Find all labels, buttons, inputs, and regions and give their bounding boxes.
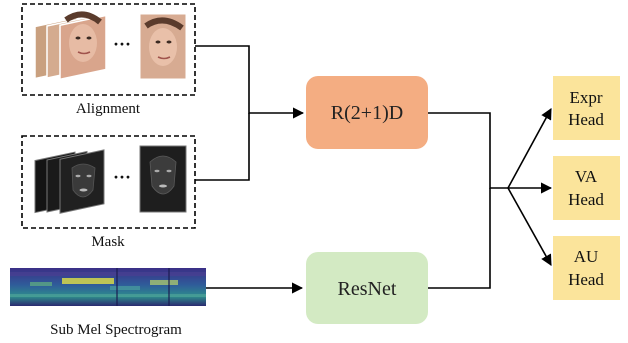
mask-input: ··· Mask bbox=[21, 135, 196, 250]
expr-head: Expr Head bbox=[553, 76, 620, 140]
mask-ellipsis: ··· bbox=[113, 167, 131, 187]
va-head-line2: Head bbox=[568, 190, 604, 209]
mask-face-icon bbox=[71, 163, 96, 198]
au-head-line1: AU bbox=[574, 247, 599, 266]
expr-head-line2: Head bbox=[568, 110, 604, 129]
au-head: AU Head bbox=[553, 236, 620, 300]
to-au-arrow bbox=[507, 187, 552, 266]
connectors bbox=[195, 45, 553, 294]
va-head: VA Head bbox=[553, 156, 620, 220]
alignment-ellipsis: ··· bbox=[113, 34, 131, 54]
mask-frame bbox=[21, 135, 196, 229]
to-expr-arrow bbox=[507, 108, 552, 189]
au-head-line2: Head bbox=[568, 270, 604, 289]
va-head-line1: VA bbox=[575, 167, 598, 186]
alignment-input: ··· Alignment bbox=[21, 3, 196, 117]
mask-connector bbox=[195, 113, 250, 181]
alignment-frame bbox=[21, 3, 196, 96]
r21d-block: R(2+1)D bbox=[306, 76, 428, 149]
resnet-connector bbox=[428, 188, 491, 289]
alignment-connector bbox=[195, 45, 305, 119]
face-frame-stack bbox=[34, 11, 107, 81]
face-icon bbox=[69, 24, 97, 62]
alignment-caption: Alignment bbox=[76, 101, 141, 117]
r21d-label: R(2+1)D bbox=[331, 102, 403, 124]
mask-caption: Mask bbox=[91, 234, 125, 250]
expr-head-line1: Expr bbox=[569, 88, 602, 107]
face-frame-last bbox=[139, 13, 187, 80]
resnet-block: ResNet bbox=[306, 252, 428, 324]
spectrogram-caption: Sub Mel Spectrogram bbox=[50, 322, 182, 338]
r21d-connector bbox=[428, 112, 508, 189]
spectrogram-input: Sub Mel Spectrogram bbox=[10, 268, 206, 338]
resnet-label: ResNet bbox=[338, 278, 397, 300]
mask-frame-last bbox=[139, 145, 187, 213]
mask-frame-stack bbox=[34, 149, 105, 214]
